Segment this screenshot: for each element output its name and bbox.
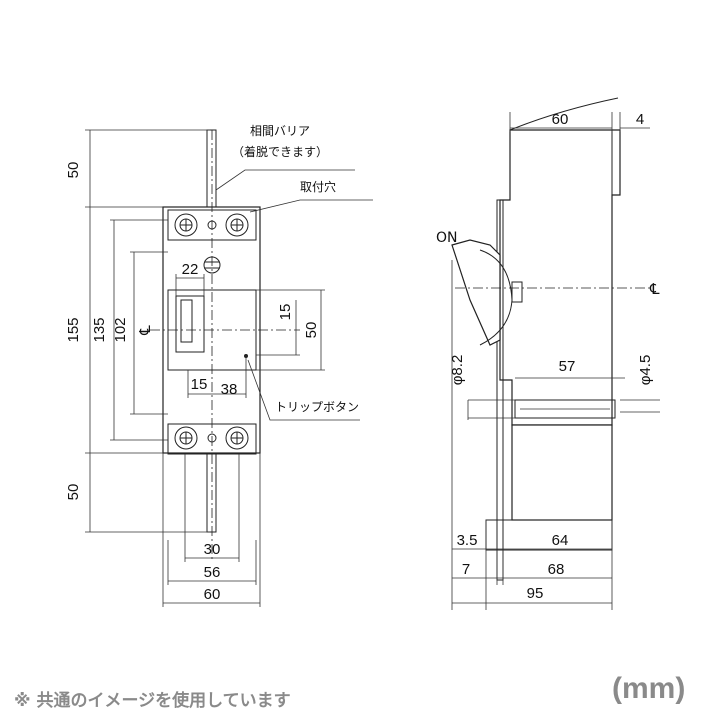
side-top-cap	[611, 129, 621, 196]
breaker-body-side	[499, 129, 621, 426]
side-handle	[451, 239, 501, 346]
dim-bottom-margin: 50	[65, 484, 82, 501]
trip-button-marker	[244, 354, 248, 358]
dim-dia-4-5: φ4.5	[637, 355, 654, 386]
side-rear-plate	[496, 199, 504, 581]
label-on: ON	[436, 230, 458, 246]
dim-width-60: 60	[204, 586, 221, 603]
label-phase-barrier-note: （着脱できます）	[232, 144, 328, 159]
side-view: 60 4 ON ℄ φ8.2 57 φ4.5 3.5 64 7 68 95	[436, 97, 660, 610]
dim-57: 57	[559, 358, 576, 375]
phase-barrier-bottom	[206, 453, 217, 533]
dim-width-30: 30	[204, 541, 221, 558]
centerline-mark-front: ℄	[137, 325, 154, 336]
dim-side-top-4: 4	[636, 111, 644, 128]
footer-note: ※ 共通のイメージを使用しています	[14, 691, 291, 711]
dim-vert-15: 15	[277, 304, 294, 321]
side-knob	[511, 281, 523, 303]
dim-height-102: 102	[112, 317, 129, 342]
dim-dia-8-2: φ8.2	[449, 355, 466, 386]
dim-height-total: 155	[65, 317, 82, 342]
side-lower-cover	[511, 424, 613, 521]
dim-handle-offset-15: 15	[191, 376, 208, 393]
top-terminal-left	[174, 213, 198, 237]
dim-3-5: 3.5	[457, 532, 478, 549]
bottom-terminal-right	[225, 426, 249, 450]
dim-width-56: 56	[204, 564, 221, 581]
top-terminal-right	[225, 213, 249, 237]
bottom-terminal-left	[174, 426, 198, 450]
front-view: 50 155 135 102 ℄ 22 15 50 15 38 50 30 56…	[65, 124, 373, 607]
label-phase-barrier: 相間バリア	[250, 124, 310, 138]
dim-handle-width: 22	[182, 261, 199, 278]
dim-trip-offset-38: 38	[221, 381, 238, 398]
dim-side-top-60: 60	[552, 111, 569, 128]
dim-68: 68	[548, 561, 565, 578]
dim-7: 7	[462, 561, 470, 578]
dim-height-135: 135	[91, 317, 108, 342]
phase-barrier-top	[206, 129, 217, 208]
label-trip-button: トリップボタン	[275, 400, 359, 414]
dim-top-margin: 50	[65, 162, 82, 179]
handle-lever	[180, 299, 193, 343]
dim-vert-50: 50	[303, 322, 320, 339]
side-base	[485, 519, 613, 551]
centerline-mark-side: ℄	[649, 281, 660, 298]
unit-label: (mm)	[612, 672, 686, 705]
label-mounting-hole: 取付穴	[300, 179, 336, 194]
handle	[175, 295, 205, 353]
side-terminal	[514, 399, 616, 419]
dim-95: 95	[527, 585, 544, 602]
dim-64: 64	[552, 532, 569, 549]
